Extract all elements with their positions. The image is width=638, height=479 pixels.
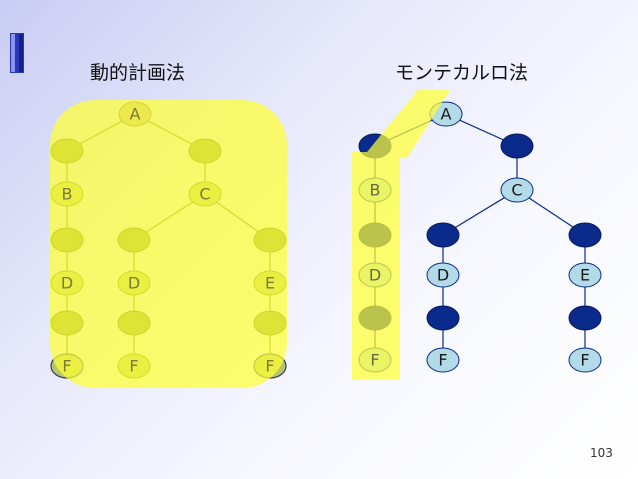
dp-highlight-region <box>50 100 287 388</box>
right-node-unlabeled <box>426 222 460 248</box>
right-node-f3 <box>568 347 602 373</box>
right-label-f3: F <box>580 351 589 370</box>
right-node-f2 <box>426 347 460 373</box>
right-label-f2: F <box>438 351 447 370</box>
left-tree-labels: A B C D D E F F F <box>61 105 275 376</box>
right-label-f1: F <box>370 351 379 370</box>
right-node-e <box>568 262 602 288</box>
title-dynamic-programming: 動的計画法 <box>90 62 186 84</box>
left-label-f2: F <box>129 357 138 376</box>
right-label-b: B <box>370 181 381 200</box>
right-label-d2: D <box>437 266 449 285</box>
left-label-b: B <box>62 185 73 204</box>
left-label-c: C <box>199 185 210 204</box>
right-node-unlabeled <box>500 133 534 159</box>
right-node-d2 <box>426 262 460 288</box>
mc-highlight-path <box>352 90 450 380</box>
right-label-e: E <box>580 266 590 285</box>
right-tree-labels: A B C D D E F F F <box>369 105 590 370</box>
right-node-unlabeled <box>568 305 602 331</box>
right-label-d1: D <box>369 266 381 285</box>
right-label-a: A <box>441 105 452 124</box>
right-node-c <box>500 177 534 203</box>
left-label-d2: D <box>128 274 140 293</box>
left-label-d1: D <box>61 274 73 293</box>
left-label-a: A <box>130 105 141 124</box>
title-monte-carlo: モンテカルロ法 <box>395 62 529 84</box>
right-node-unlabeled <box>568 222 602 248</box>
accent-bar <box>10 33 24 73</box>
page-number: 103 <box>590 446 613 460</box>
left-label-f3: F <box>265 357 274 376</box>
right-label-c: C <box>511 181 522 200</box>
right-node-unlabeled <box>426 305 460 331</box>
left-label-e: E <box>265 274 275 293</box>
left-label-f1: F <box>62 357 71 376</box>
